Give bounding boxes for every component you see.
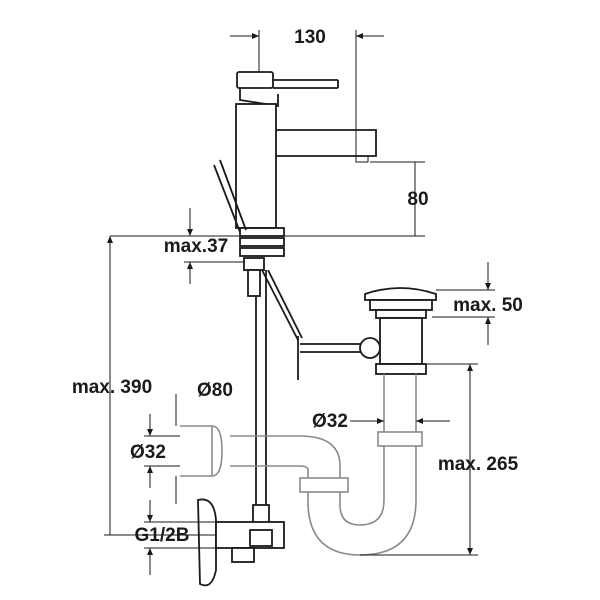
dim-trap-depth: max. 265: [360, 363, 519, 556]
deck-thickness-label: max.37: [164, 236, 228, 257]
trap-outlet-label: Ø32: [130, 442, 166, 463]
waste-height-label: max. 50: [453, 295, 523, 316]
spout-height-label: 80: [407, 189, 428, 210]
trap-depth-label: max. 265: [438, 454, 519, 475]
dim-connection-thread: G1/2B: [135, 500, 216, 575]
dim-waste-tube: Ø32: [312, 411, 450, 432]
spout-reach-label: 130: [294, 27, 326, 48]
pop-up-waste: [297, 287, 437, 380]
flange-diameter-label: Ø80: [197, 380, 233, 401]
total-height-label: max. 390: [72, 377, 152, 398]
angle-valve: [197, 498, 285, 587]
dim-total-height: max. 390: [72, 236, 216, 536]
faucet: [213, 71, 377, 528]
siphon-trap: [180, 374, 423, 556]
dim-flange-diameter: Ø80: [175, 380, 233, 504]
dim-trap-outlet: Ø32: [130, 414, 180, 488]
connection-thread-label: G1/2B: [135, 525, 190, 546]
dim-waste-height: max. 50: [432, 262, 523, 345]
dim-spout-height: 80: [110, 161, 429, 237]
dim-deck-thickness: max.37: [164, 208, 244, 284]
dim-spout-reach: 130: [230, 27, 384, 160]
waste-tube-label: Ø32: [312, 411, 348, 432]
